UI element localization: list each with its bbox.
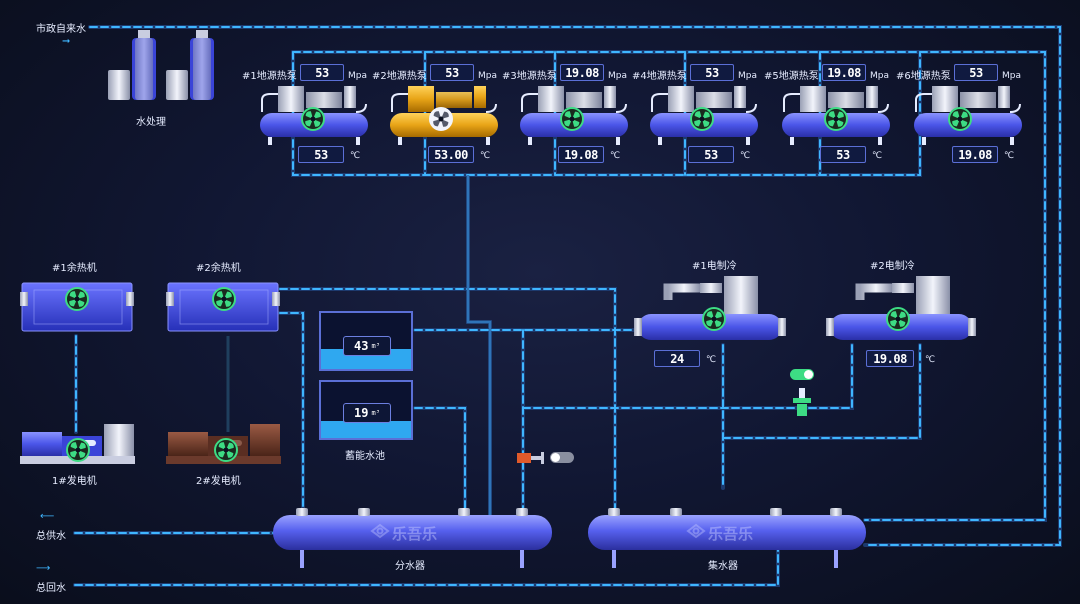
- pipe-flow: [74, 26, 1061, 586]
- tank-1-unit: m³: [371, 342, 380, 350]
- storage-tank-2[interactable]: 19 m³: [319, 380, 413, 440]
- heat-pump-3-pressure: 19.08: [560, 64, 604, 81]
- waste-heat-1-fan-icon: [65, 287, 89, 311]
- heat-pump-4-label: #4地源热泵: [632, 71, 687, 82]
- heat-pump-2-fan-icon: [429, 107, 453, 131]
- water-treatment-icon: [108, 30, 214, 100]
- heat-pump-6-pressure: 53: [954, 64, 998, 81]
- water-treatment-label: 水处理: [136, 117, 166, 128]
- chiller-2-label: #2电制冷: [870, 261, 915, 272]
- heat-pump-1-pressure-unit: Mpa: [348, 71, 367, 81]
- collector-header-label: 集水器: [708, 561, 738, 572]
- waste-heat-1-label: #1余热机: [52, 263, 97, 274]
- tank-2-unit: m³: [371, 409, 380, 417]
- supply-header[interactable]: [273, 508, 552, 568]
- chiller-2-fan-icon: [886, 307, 910, 331]
- heat-pump-6-label: #6地源热泵: [896, 71, 951, 82]
- generator-2-label: 2#发电机: [196, 476, 241, 487]
- chiller-2-temp-unit: ℃: [925, 355, 936, 365]
- chiller-2-temp: 19.08: [866, 350, 914, 367]
- supply-arrow-icon: ⟵: [40, 511, 55, 522]
- heat-pump-5-fan-icon: [824, 107, 848, 131]
- heat-pump-5-pressure: 19.08: [822, 64, 866, 81]
- heat-pump-1-fan-icon: [301, 107, 325, 131]
- heat-pump-3-pressure-unit: Mpa: [608, 71, 627, 81]
- brand-logo-supply: [370, 523, 390, 539]
- heat-pump-1-temp: 53: [298, 146, 344, 163]
- heat-pump-3-temp-unit: ℃: [610, 151, 621, 161]
- tank-2-volume: 19: [354, 406, 369, 420]
- heat-pump-5-label: #5地源热泵: [764, 71, 819, 82]
- heat-pump-3-fan-icon: [560, 107, 584, 131]
- municipal-water-label: 市政自来水: [36, 24, 86, 35]
- heat-pump-5-pressure-unit: Mpa: [870, 71, 889, 81]
- pipe-storage-feed: [466, 175, 492, 520]
- fan-group: [65, 107, 972, 462]
- generator-1-label: 1#发电机: [52, 476, 97, 487]
- heat-pump-1-temp-unit: ℃: [350, 151, 361, 161]
- heat-pump-2-temp: 53.00: [428, 146, 474, 163]
- brand-logo-collector: [686, 523, 706, 539]
- return-arrow-icon: ⟶: [36, 563, 51, 574]
- collector-header[interactable]: [588, 508, 866, 568]
- valve-2[interactable]: [517, 452, 544, 464]
- brand-watermark-collector: 乐吾乐: [708, 525, 754, 543]
- chiller-1-temp-unit: ℃: [706, 355, 717, 365]
- heat-pump-3-temp: 19.08: [558, 146, 604, 163]
- chiller-1-label: #1电制冷: [692, 261, 737, 272]
- heat-pump-4-fan-icon: [690, 107, 714, 131]
- valve-1[interactable]: [793, 388, 811, 416]
- valve-1-toggle-knob: [804, 370, 813, 379]
- heat-pump-1-pressure: 53: [300, 64, 344, 81]
- waste-heat-2-label: #2余热机: [196, 263, 241, 274]
- storage-label: 蓄能水池: [345, 451, 385, 462]
- heat-pump-4-temp: 53: [688, 146, 734, 163]
- valve-1-toggle[interactable]: [790, 369, 814, 380]
- brand-watermark-supply: 乐吾乐: [392, 525, 438, 543]
- heat-pump-2-pressure: 53: [430, 64, 474, 81]
- generator-1-fan-icon: [66, 438, 90, 462]
- heat-pump-3-label: #3地源热泵: [502, 71, 557, 82]
- inlet-arrow-icon: ➞: [62, 36, 71, 47]
- chiller-1-temp: 24: [654, 350, 700, 367]
- heat-pump-6-fan-icon: [948, 107, 972, 131]
- tank-2-water: [321, 421, 411, 438]
- heat-pump-2-temp-unit: ℃: [480, 151, 491, 161]
- storage-tank-1[interactable]: 43 m³: [319, 311, 413, 371]
- waste-heat-2-fan-icon: [212, 287, 236, 311]
- heat-pump-2-pressure-unit: Mpa: [478, 71, 497, 81]
- tank-2-readout: 19 m³: [343, 403, 391, 423]
- heat-pump-6-pressure-unit: Mpa: [1002, 71, 1021, 81]
- heat-pump-5-temp: 53: [820, 146, 866, 163]
- supply-header-label: 分水器: [395, 561, 425, 572]
- heat-pump-4-pressure-unit: Mpa: [738, 71, 757, 81]
- valve-2-toggle-knob: [551, 453, 560, 462]
- valve-2-toggle[interactable]: [550, 452, 574, 463]
- main-supply-label: 总供水: [36, 531, 66, 542]
- heat-pump-5-temp-unit: ℃: [872, 151, 883, 161]
- chiller-1-fan-icon: [702, 307, 726, 331]
- heat-pump-6-temp-unit: ℃: [1004, 151, 1015, 161]
- heat-pump-4-temp-unit: ℃: [740, 151, 751, 161]
- tank-1-readout: 43 m³: [343, 336, 391, 356]
- heat-pump-1-label: #1地源热泵: [242, 71, 297, 82]
- main-return-label: 总回水: [36, 583, 66, 594]
- heat-pump-2-label: #2地源热泵: [372, 71, 427, 82]
- heat-pump-6-temp: 19.08: [952, 146, 998, 163]
- generator-2-fan-icon: [214, 438, 238, 462]
- heat-pump-group: [260, 86, 1022, 145]
- tank-1-volume: 43: [354, 339, 369, 353]
- heat-pump-4-pressure: 53: [690, 64, 734, 81]
